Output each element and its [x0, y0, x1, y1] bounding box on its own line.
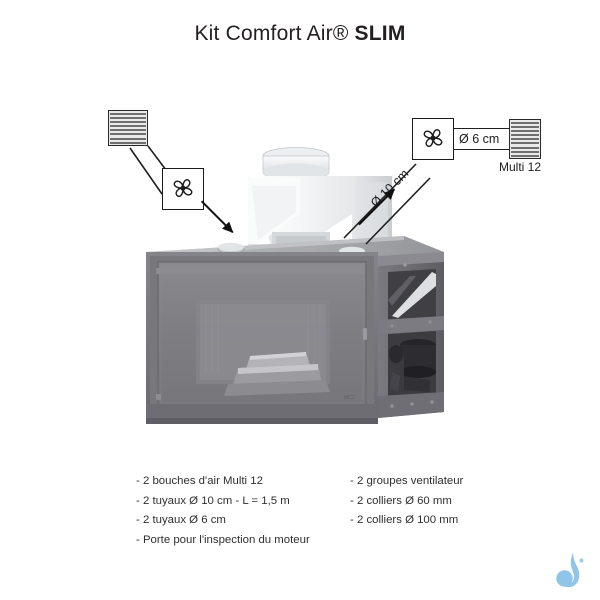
stove-side-frame — [378, 252, 444, 418]
legend-item: - 2 bouches d'air Multi 12 — [136, 475, 263, 487]
stove-body: MCZ — [146, 252, 378, 424]
air-grille-right — [509, 119, 541, 159]
pipe-6cm-label: Ø 6 cm — [459, 132, 500, 146]
air-grille-left — [108, 110, 148, 146]
svg-text:MCZ: MCZ — [344, 395, 355, 401]
legend-item: - 2 colliers Ø 100 mm — [350, 514, 459, 527]
fan-unit-left — [162, 168, 204, 210]
multi12-label: Multi 12 — [499, 160, 542, 174]
legend-column-right: - 2 groupes ventilateur - 2 colliers Ø 6… — [350, 472, 463, 531]
fan-unit-right — [412, 118, 454, 160]
pipe-6cm — [454, 128, 510, 150]
legend-column-left: - 2 bouches d'air Multi 12 - 2 tuyaux Ø … — [136, 472, 310, 550]
legend-item: - 2 colliers Ø 60 mm — [350, 494, 452, 507]
fan-icon — [423, 129, 443, 147]
legend-item: - Porte pour l'inspection du moteur — [136, 533, 310, 546]
fan-icon — [173, 179, 193, 197]
brand-logo — [548, 548, 592, 594]
page-title-bold: SLIM — [354, 22, 406, 45]
legend-item: - 2 groupes ventilateur — [350, 475, 464, 487]
page-title: Kit Comfort Air® SLIM — [0, 22, 600, 46]
legend-item: - 2 tuyaux Ø 6 cm — [136, 514, 226, 527]
flame-droplet-logo-icon — [556, 552, 584, 588]
legend-item: - 2 tuyaux Ø 10 cm - L = 1,5 m — [136, 494, 290, 507]
page-title-normal: Kit Comfort Air® — [194, 22, 355, 45]
